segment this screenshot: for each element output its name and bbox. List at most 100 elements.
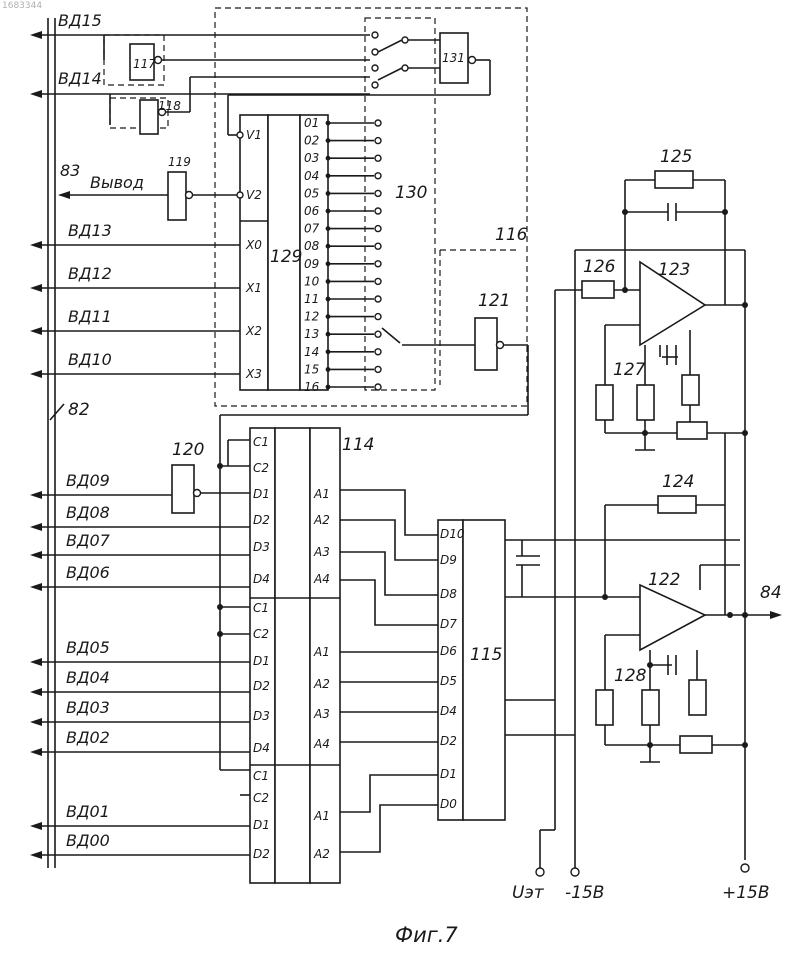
pin-114-s1-c1: C1 <box>253 435 269 449</box>
node-129-out-05 <box>326 191 331 196</box>
node-129-out-11 <box>326 297 331 302</box>
switch-130-contact-01 <box>375 120 381 126</box>
pin-114-s2-d4: D4 <box>253 741 270 755</box>
pin-114-s1-a4: A4 <box>313 572 330 586</box>
gate-120-inverter <box>194 490 201 497</box>
pin-115-d10: D10 <box>440 527 465 541</box>
label-bus-82: 82 <box>68 400 90 420</box>
resistor-122-bias <box>642 690 659 725</box>
label-vd15: ВД15 <box>58 11 102 30</box>
switch-130-contact-04 <box>375 173 381 179</box>
pin-114-s1-d4: D4 <box>253 572 270 586</box>
pin-129-out-12: 12 <box>304 310 319 324</box>
label-uet: Uэт <box>512 883 545 903</box>
label-vd09: ВД09 <box>66 471 110 490</box>
switch-130-contact-13 <box>375 331 381 337</box>
pin-115-d7: D7 <box>440 617 457 631</box>
switch-130-contact-08 <box>375 243 381 249</box>
node-129-out-02 <box>326 138 331 143</box>
doc-number: 1683344 <box>2 1 42 11</box>
label-118: 118 <box>158 99 181 113</box>
label-vd12: ВД12 <box>68 264 112 283</box>
label-vd11: ВД11 <box>68 307 112 326</box>
gate-121 <box>475 318 497 370</box>
output-vd01: ВД01 <box>30 802 250 830</box>
pin-114-s1-d2: D2 <box>253 513 270 527</box>
gate-131-inverter <box>469 57 476 64</box>
pin-114-s3-c1: C1 <box>253 769 269 783</box>
output-vd09: ВД09 <box>30 471 172 499</box>
output-vd11: ВД11 <box>30 307 240 335</box>
output-vd15: ВД15 <box>30 11 370 39</box>
pin-114-s1-a1: A1 <box>313 487 330 501</box>
pin-114-s3-c2: C2 <box>253 791 269 805</box>
output-vd08: ВД08 <box>30 503 250 531</box>
pin-v2: V2 <box>246 188 262 202</box>
label-120: 120 <box>172 440 204 460</box>
pin-114-s3-a1: A1 <box>313 809 330 823</box>
gate-118 <box>140 100 158 134</box>
node-129-out-09 <box>326 261 331 266</box>
pin-129-out-15: 15 <box>304 362 319 376</box>
output-vd00: ВД00 <box>30 831 250 859</box>
switch-130-contact-14 <box>375 349 381 355</box>
output-vd07: ВД07 <box>30 531 250 559</box>
switch-130-contact-02 <box>375 138 381 144</box>
reg-114-mid <box>275 428 310 883</box>
node-129-out-04 <box>326 173 331 178</box>
node-129-out-06 <box>326 209 331 214</box>
output-vd05: ВД05 <box>30 638 250 666</box>
pin-129-out-05: 05 <box>304 186 319 200</box>
pin-129-out-13: 13 <box>304 327 319 341</box>
resistor-128 <box>596 690 613 725</box>
output-vd13: ВД13 <box>30 221 240 249</box>
switch-130-contact-10 <box>375 278 381 284</box>
output-vd10: ВД10 <box>30 350 240 378</box>
pin-115-d9: D9 <box>440 553 457 567</box>
pin-114-s2-d1: D1 <box>253 654 270 668</box>
switch-130-contact-11 <box>375 296 381 302</box>
output-vd04: ВД04 <box>30 668 250 696</box>
label-vd07: ВД07 <box>66 531 111 550</box>
terminal-uet <box>536 868 544 876</box>
resistor-125 <box>655 171 693 188</box>
pin-114-s3-a2: A2 <box>313 847 330 861</box>
pin-v1: V1 <box>246 128 262 142</box>
label-114: 114 <box>342 435 374 455</box>
label-vd10: ВД10 <box>68 350 112 369</box>
label-125: 125 <box>660 147 692 167</box>
pin-129-out-02: 02 <box>304 134 319 148</box>
label-vd00: ВД00 <box>66 831 110 850</box>
pin-129-out-11: 11 <box>304 292 319 306</box>
label-vd01: ВД01 <box>66 802 110 821</box>
pin-129-out-06: 06 <box>304 204 320 218</box>
pin-129-out-08: 08 <box>304 239 320 253</box>
pin-114-s1-c2: C2 <box>253 461 269 475</box>
resistor-122-ground <box>680 736 712 753</box>
label-130: 130 <box>395 183 427 203</box>
pin-114-s1-d3: D3 <box>253 540 270 554</box>
label-116: 116 <box>495 225 528 245</box>
label-119: 119 <box>168 155 191 169</box>
gate-119 <box>168 172 186 220</box>
label-128: 128 <box>614 666 647 686</box>
bus-82-leader <box>50 404 64 420</box>
pin-x0: X0 <box>245 238 262 252</box>
output-vd06: ВД06 <box>30 563 250 591</box>
pin-x1: X1 <box>245 281 262 295</box>
resistor-122-ref <box>689 680 706 715</box>
pin-x3: X3 <box>245 367 262 381</box>
gate-119-inverter <box>186 192 193 199</box>
label-123: 123 <box>658 260 690 280</box>
pin-v1-inverter <box>237 132 243 138</box>
pin-115-d4: D4 <box>440 704 457 718</box>
label-vd06: ВД06 <box>66 563 110 582</box>
pin-114-s2-c1: C1 <box>253 601 269 615</box>
label-minus15: -15В <box>565 883 604 903</box>
pin-115-d5: D5 <box>440 674 457 688</box>
pin-115-d1: D1 <box>440 767 457 781</box>
node-129-out-13 <box>326 332 331 337</box>
resistor-124 <box>658 496 696 513</box>
output-vd14: ВД14 <box>30 69 370 98</box>
